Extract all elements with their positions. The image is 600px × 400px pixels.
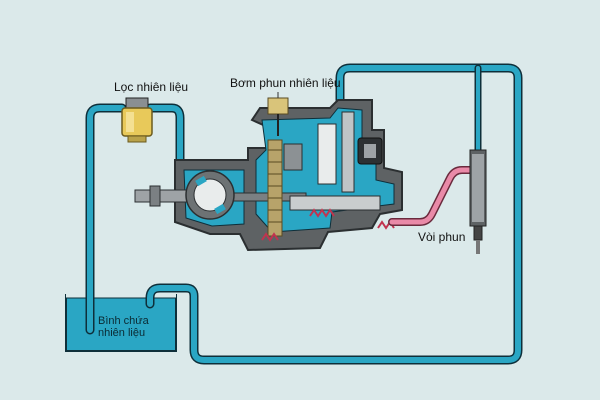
high-pressure-pipe <box>388 166 474 226</box>
tank-label-line1: Bình chứa <box>98 315 149 327</box>
injection-pump <box>134 97 403 252</box>
injector-label: Vòi phun <box>418 230 466 244</box>
filter-label: Lọc nhiên liệu <box>114 80 189 94</box>
supply-pipe-filter-to-pump <box>145 103 185 177</box>
fuel-filter <box>121 97 153 143</box>
return-pipe <box>145 63 523 365</box>
tank-label: Bình chứa nhiên liệu <box>98 315 149 339</box>
tank-label-line2: nhiên liệu <box>98 327 146 339</box>
pump-label: Bơm phun nhiên liệu <box>230 76 341 90</box>
supply-pipe-tank-to-filter <box>85 103 127 335</box>
injector <box>469 149 487 254</box>
fuel-tank <box>65 288 177 352</box>
